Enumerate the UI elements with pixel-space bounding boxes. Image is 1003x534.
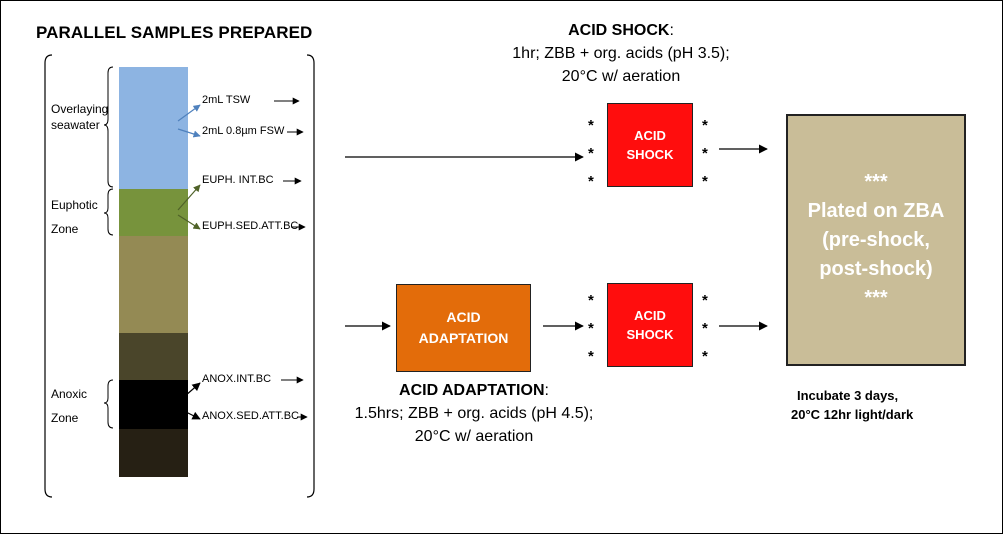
acid-shock-heading: ACID SHOCK [568,22,670,39]
acid-shock-colon: : [669,22,674,39]
zone-label-euphotic: Euphotic Zone [51,197,98,237]
plated-line2: (pre-shock, [822,228,930,251]
left-bracket [44,54,53,498]
star-marker: * [702,117,708,134]
star-marker: * [702,292,708,309]
plated-box: *** Plated on ZBA (pre-shock, post-shock… [786,114,966,366]
arrow-tsw [177,104,201,122]
acid-adaptation-box-line1: ACID [446,309,481,325]
arrow-euph-int [177,184,201,211]
zone-bracket-seawater [103,66,114,188]
zone-bracket-anoxic [103,379,114,429]
acid-shock-box-top: ACID SHOCK [607,103,693,187]
star-marker: * [702,320,708,337]
acid-shock-box-bottom: ACID SHOCK [607,283,693,367]
sediment-layer [119,236,188,333]
acid-shock-box-line1: ACID [634,308,666,323]
zone-label-line: Zone [51,222,79,236]
star-marker: * [588,292,594,309]
plated-line3: post-shock) [819,257,933,280]
zone-label-line: Zone [51,411,79,425]
acid-shock-heading-line: ACID SHOCK: [471,19,771,42]
deep-layer [119,429,188,477]
acid-shock-desc-line2: 20°C w/ aeration [561,68,681,85]
sample-label-fsw: 2mL 0.8µm FSW [202,125,285,137]
plated-stars-top: *** [864,170,888,193]
plated-stars-bottom: *** [864,286,888,309]
sample-label-euph-int: EUPH. INT.BC [202,174,274,186]
zone-bracket-euphotic [103,188,114,236]
sample-label-anox-int: ANOX.INT.BC [202,373,272,385]
acid-shock-box-line2: SHOCK [626,327,674,342]
acid-adaptation-box: ACID ADAPTATION [396,284,531,372]
diagram-title: PARALLEL SAMPLES PREPARED [36,23,313,42]
acid-shock-desc-line1: 1hr; ZBB + org. acids (pH 3.5); [512,45,730,62]
arrow-anox-sed [177,407,201,420]
sample-label-anox-sed: ANOX.SED.ATT.BC [202,410,299,422]
acid-adaptation-box-line2: ADAPTATION [418,330,509,346]
incubation-note: Incubate 3 days, 20°C 12hr light/dark [791,386,913,424]
sample-label-tsw: 2mL TSW [202,94,251,106]
zone-label-line: Overlaying [51,102,109,116]
incubation-line2: 20°C 12hr light/dark [791,407,914,422]
acid-adaptation-desc-line2: 20°C w/ aeration [414,428,534,445]
star-marker: * [588,173,594,190]
acid-shock-description: ACID SHOCK: 1hr; ZBB + org. acids (pH 3.… [471,19,771,88]
star-marker: * [588,320,594,337]
sample-label-euph-sed: EUPH.SED.ATT.BC [202,220,299,232]
acid-adaptation-colon: : [544,382,549,399]
anoxic-layer [119,380,188,429]
acid-adaptation-description: ACID ADAPTATION: 1.5hrs; ZBB + org. acid… [314,379,634,448]
acid-adaptation-heading: ACID ADAPTATION [399,382,545,399]
star-marker: * [588,348,594,365]
incubation-line1: Incubate 3 days, [797,388,899,403]
star-marker: * [702,348,708,365]
arrow-fsw [177,128,201,138]
zone-label-line: seawater [51,118,100,132]
zone-label-line: Anoxic [51,387,88,401]
arrow-euph-sed [177,214,201,230]
zone-label-anoxic: Anoxic Zone [51,386,87,426]
euphotic-layer [119,189,188,236]
zone-label-line: Euphotic [51,198,98,212]
star-marker: * [702,173,708,190]
plated-line1: Plated on ZBA [807,199,945,222]
star-marker: * [588,145,594,162]
star-marker: * [702,145,708,162]
acid-adaptation-desc-line1: 1.5hrs; ZBB + org. acids (pH 4.5); [354,405,594,422]
dark-sediment-layer [119,333,188,380]
star-marker: * [588,117,594,134]
arrow-anox-int [177,382,201,403]
acid-adaptation-heading-line: ACID ADAPTATION: [314,379,634,402]
acid-shock-box-line1: ACID [634,128,666,143]
right-bracket [306,54,315,498]
zone-label-seawater: Overlaying seawater [51,101,108,133]
acid-shock-box-line2: SHOCK [626,147,674,162]
seawater-layer [119,67,188,189]
